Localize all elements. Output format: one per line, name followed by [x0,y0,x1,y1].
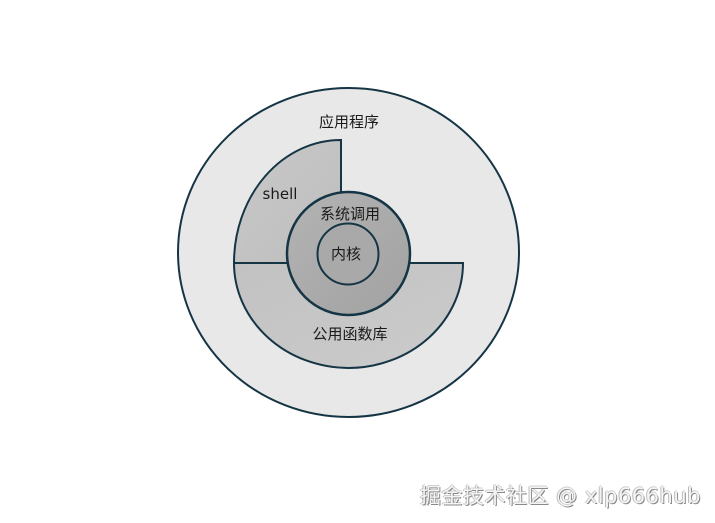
library-label: 公用函数库 [312,325,387,343]
watermark: 掘金技术社区 @ xlp666hub [420,484,701,508]
kernel-label: 内核 [331,245,361,263]
shell-label: shell [263,185,298,203]
system-calls-label: 系统调用 [320,205,380,223]
applications-label: 应用程序 [319,113,379,131]
kernel-layer [316,222,380,286]
